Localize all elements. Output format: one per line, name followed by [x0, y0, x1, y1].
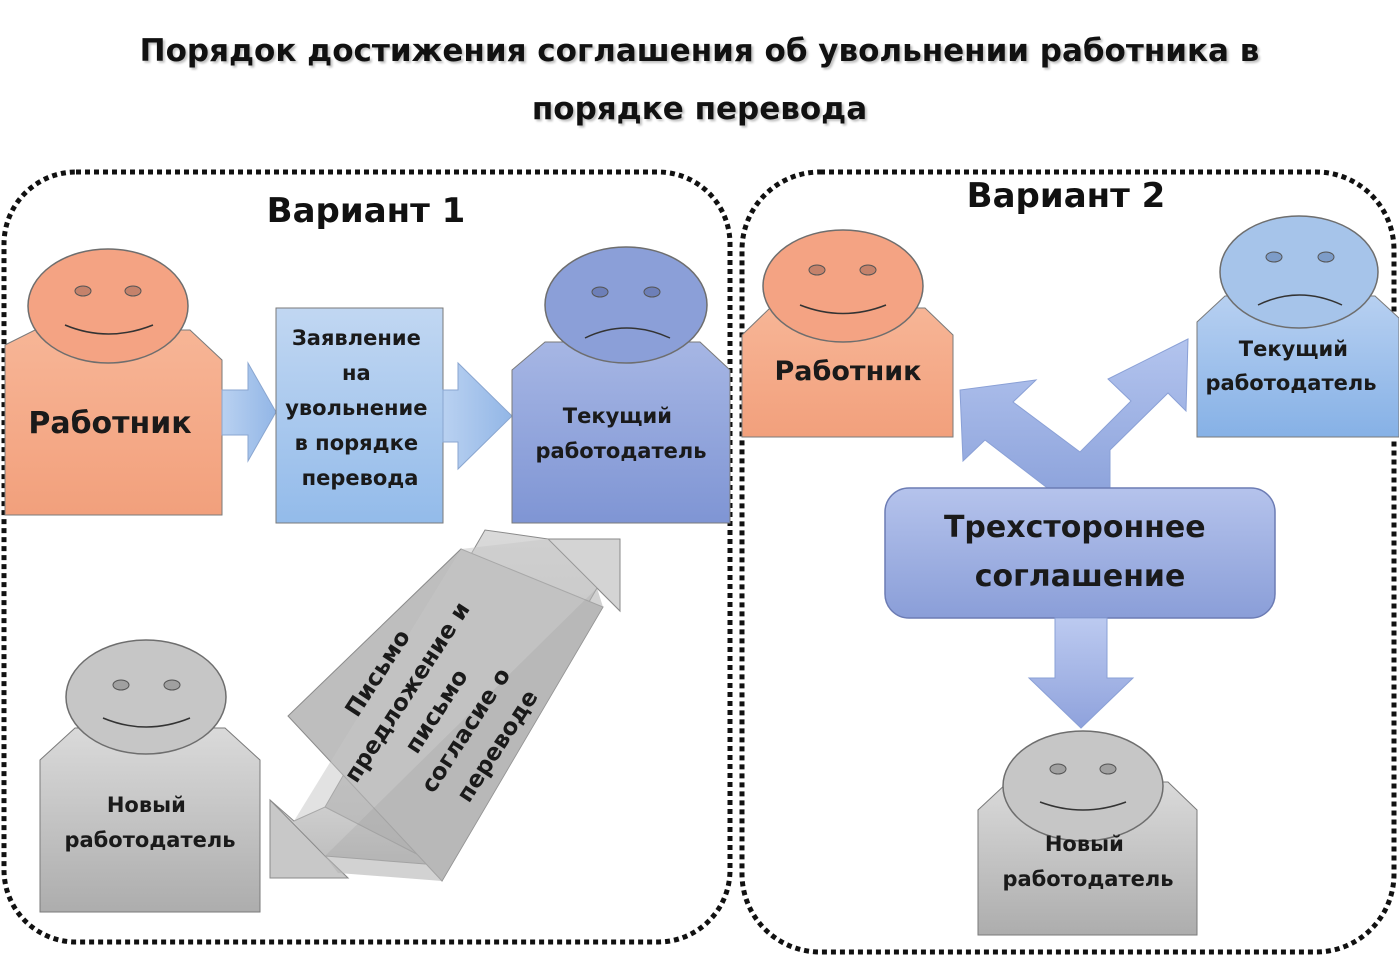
v1-employee-figure: Работник: [4, 248, 223, 516]
v1-application-line-4: в порядке: [295, 431, 419, 455]
v2-new-employer-line-1: Новый: [1045, 832, 1124, 856]
v2-new-employer-line-2: работодатель: [1002, 867, 1173, 891]
v2-new-employer-text: Новый работодатель: [1002, 832, 1173, 891]
v1-arrow-to-application: [221, 361, 277, 463]
v1-application-line-1: Заявление: [292, 326, 421, 350]
v1-application-box: Заявление на увольнение в порядке перево…: [275, 307, 444, 524]
v2-agreement-text: Трехстороннее соглашение: [944, 510, 1216, 594]
variant1-heading: Вариант 1: [267, 191, 466, 231]
variant2-heading: Вариант 2: [967, 176, 1166, 216]
v1-new-employer-figure: Новый работодатель: [39, 639, 261, 913]
v2-agreement-box: Трехстороннее соглашение: [884, 487, 1276, 619]
v1-application-line-5: перевода: [302, 466, 419, 490]
v2-new-employer-figure: Новый работодатель: [977, 730, 1198, 936]
v1-application-line-3: увольнение: [285, 396, 427, 420]
v2-employee-figure: Работник: [741, 229, 954, 438]
v1-employee-label: Работник: [28, 406, 191, 441]
variant1-frame: [1, 169, 733, 945]
variant2-frame: [739, 169, 1397, 955]
v1-current-employer-line-1: Текущий: [563, 404, 672, 428]
v2-current-employer-line-2: работодатель: [1205, 371, 1376, 395]
v2-current-employer-text: Текущий работодатель: [1205, 337, 1376, 395]
v2-down-arrow: [1027, 617, 1135, 729]
v1-current-employer-line-2: работодатель: [535, 439, 706, 463]
v2-employee-label: Работник: [775, 356, 922, 387]
v2-agreement-line-2: соглашение: [975, 559, 1186, 594]
v1-arrow-to-current-employer: [442, 361, 513, 471]
v2-fork-arrow: [959, 338, 1189, 491]
v1-application-line-2: на: [342, 361, 371, 385]
v1-application-text: Заявление на увольнение в порядке перево…: [285, 326, 435, 490]
page-title-line-2: порядке перевода: [531, 91, 868, 127]
page-title-line-1: Порядок достижения соглашения об увольне…: [139, 33, 1260, 69]
v2-current-employer-line-1: Текущий: [1239, 337, 1348, 361]
v1-letter-double-arrow: Письмо предложение и письмо согласие о п…: [269, 529, 621, 882]
v2-current-employer-figure: Текущий работодатель: [1196, 215, 1399, 438]
v1-new-employer-line-1: Новый: [107, 793, 186, 817]
v2-agreement-line-1: Трехстороннее: [944, 510, 1206, 545]
v1-new-employer-line-2: работодатель: [64, 828, 235, 852]
v1-current-employer-figure: Текущий работодатель: [511, 246, 731, 524]
v1-current-employer-text: Текущий работодатель: [535, 404, 706, 463]
page-title: Порядок достижения соглашения об увольне…: [0, 22, 1399, 138]
v1-new-employer-text: Новый работодатель: [64, 793, 235, 852]
